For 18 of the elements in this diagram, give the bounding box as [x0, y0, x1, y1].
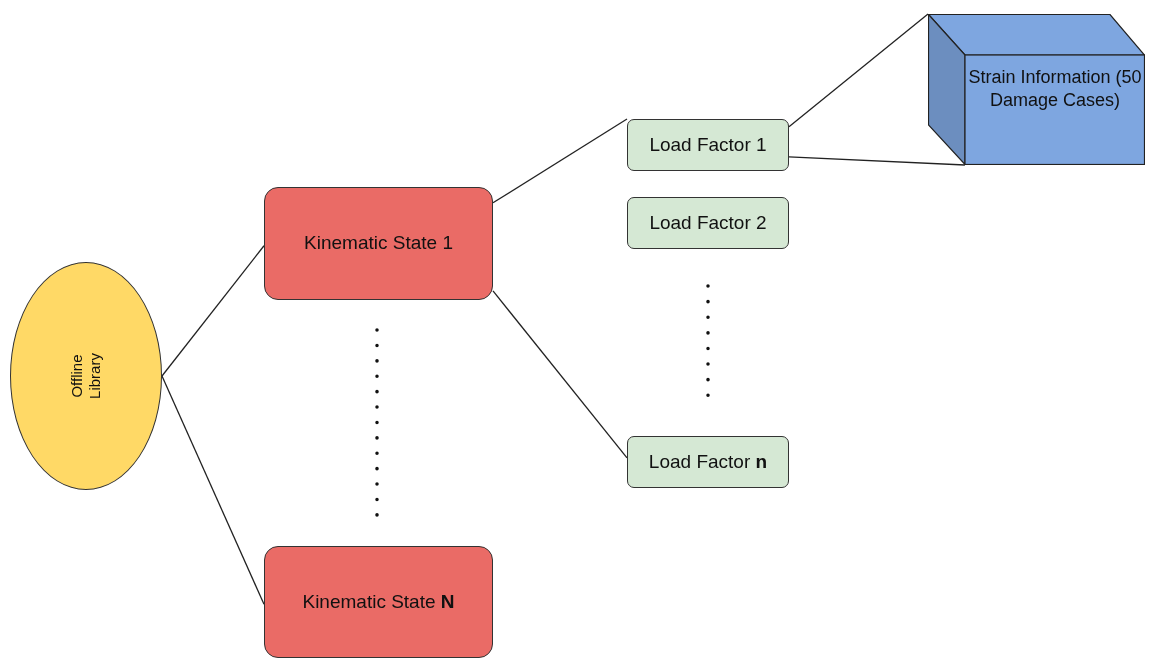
- node-label: Kinematic State 1: [304, 232, 453, 255]
- state-box: [264, 187, 493, 300]
- node-label: Strain Information (50 Damage Cases): [967, 66, 1143, 111]
- node-label: Load Factor n: [648, 450, 768, 474]
- factor-box: [627, 197, 789, 249]
- factor-box: [627, 436, 789, 488]
- node-label: Kinematic State N: [302, 590, 455, 614]
- connector-line: [492, 290, 628, 459]
- factor-box: [627, 119, 789, 171]
- node-label: Offline Library: [68, 352, 104, 401]
- node-label: Load Factor 1: [649, 133, 767, 157]
- connector-line: [492, 118, 628, 204]
- connector-line: [161, 245, 265, 377]
- connector-line: [161, 375, 265, 605]
- node-label: Load Factor 2: [649, 211, 767, 235]
- connector-line: [788, 156, 966, 166]
- connector-line: [788, 13, 929, 128]
- state-box: [264, 546, 493, 658]
